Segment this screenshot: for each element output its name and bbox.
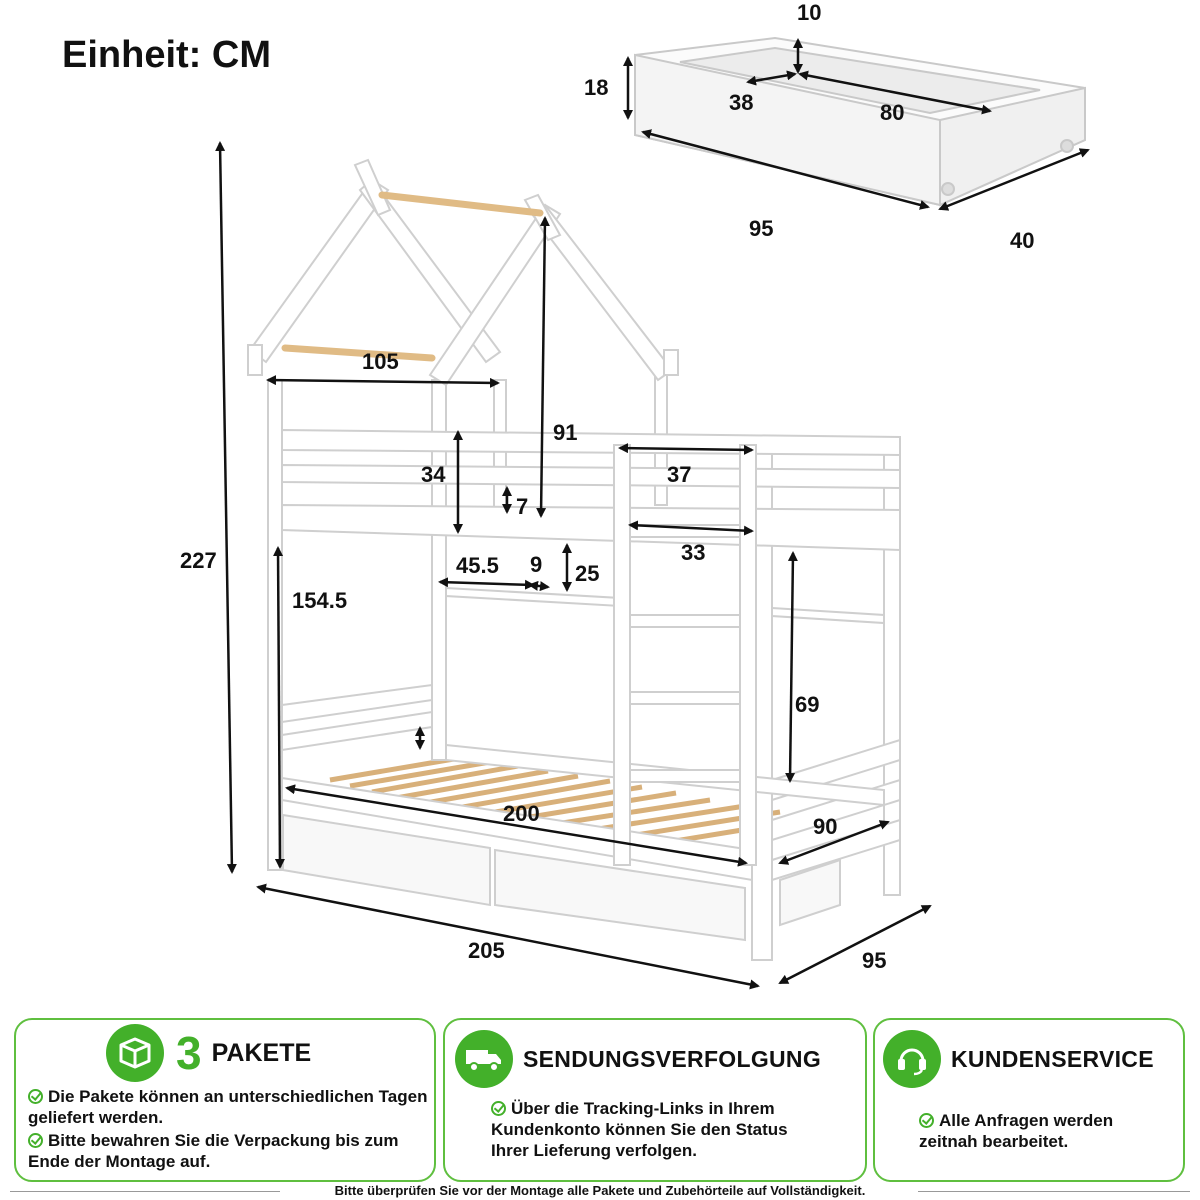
dim-side-height: 69 (795, 692, 820, 717)
packages-card: 3 PAKETE Die Pakete können an unterschie… (14, 1018, 436, 1182)
bunk-bed-drawing (215, 36, 1090, 990)
headset-icon (883, 1030, 941, 1088)
dim-roof-width: 105 (362, 349, 399, 374)
dim-mattress-width: 90 (813, 814, 838, 839)
dim-drawer-length: 95 (749, 216, 774, 241)
service-bullet-1: Alle Anfragen werden zeitnah bearbeitet. (919, 1111, 1114, 1151)
dim-mattress-length: 200 (503, 801, 540, 826)
service-title: KUNDENSERVICE (951, 1045, 1154, 1072)
dim-roof-height: 91 (553, 420, 578, 445)
footer-line-right (918, 1191, 1190, 1192)
check-icon (491, 1101, 506, 1116)
tracking-bullet-1: Über die Tracking-Links in Ihrem Kundenk… (491, 1099, 788, 1160)
dim-bar-height: 9 (530, 552, 543, 577)
dim-bar-gap: 25 (575, 561, 600, 586)
dimension-lines (215, 38, 1090, 990)
truck-icon (455, 1030, 513, 1088)
roof-wood-bars (281, 191, 544, 362)
dim-total-depth: 95 (862, 948, 887, 973)
dim-drawer-width: 40 (1010, 228, 1035, 253)
tracking-card: SENDUNGSVERFOLGUNG Über die Tracking-Lin… (443, 1018, 867, 1182)
unit-title: Einheit: CM (62, 34, 271, 76)
footer-note: Bitte überprüfen Sie vor der Montage all… (334, 1183, 866, 1198)
drawer-illustration (634, 36, 1086, 207)
dim-total-length: 205 (468, 938, 505, 963)
check-icon (28, 1133, 43, 1148)
dim-lower-height: 154.5 (292, 588, 348, 613)
dim-drawer-inner-small: 38 (729, 90, 754, 115)
packages-bullet-1: Die Pakete können an unterschiedlichen T… (28, 1087, 428, 1127)
tracking-title: SENDUNGSVERFOLGUNG (523, 1045, 822, 1072)
dim-opening-width: 45.5 (456, 553, 499, 578)
check-icon (919, 1113, 934, 1128)
dim-rail-height: 34 (421, 462, 446, 487)
package-count: 3 (176, 1027, 202, 1079)
dim-drawer-height: 18 (584, 75, 609, 100)
footer-line-left (10, 1191, 280, 1192)
service-card: KUNDENSERVICE Alle Anfragen werden zeitn… (873, 1018, 1185, 1182)
check-icon (28, 1089, 43, 1104)
dim-ladder-width-bottom: 33 (681, 540, 706, 565)
dim-gap-small: 7 (516, 494, 529, 519)
dim-ladder-width-top: 37 (667, 462, 692, 487)
box-icon (106, 1024, 164, 1082)
packages-title: PAKETE (211, 1038, 312, 1067)
dim-drawer-depth-top: 10 (797, 0, 822, 25)
dim-drawer-inner-long: 80 (880, 100, 905, 125)
dim-total-height: 227 (180, 548, 217, 573)
packages-bullet-2: Bitte bewahren Sie die Verpackung bis zu… (28, 1131, 399, 1171)
